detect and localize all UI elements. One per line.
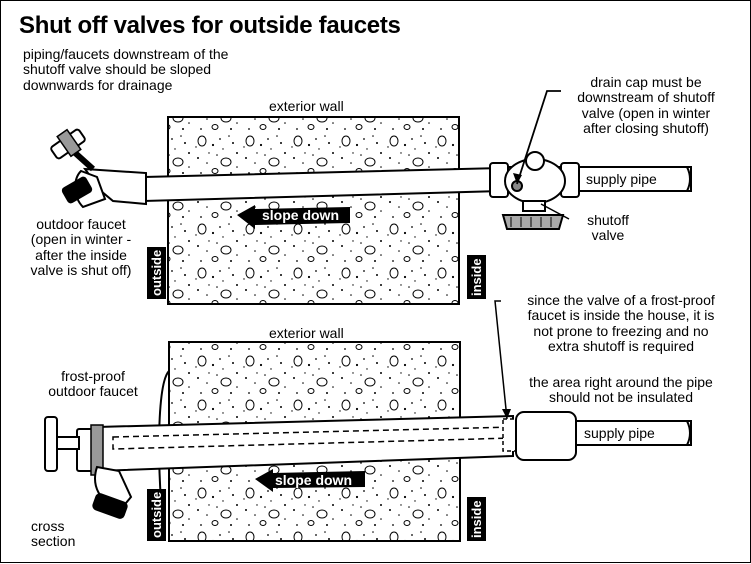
bottom-slope-arrow xyxy=(255,469,365,492)
top-wall-label: exterior wall xyxy=(269,98,344,114)
page-title: Shut off valves for outside faucets xyxy=(19,12,401,39)
outdoor-faucet-label: outdoor faucet (open in winter - after t… xyxy=(30,216,132,279)
bottom-wall-label: exterior wall xyxy=(269,325,344,341)
insulation-note: the area right around the pipe should no… xyxy=(529,374,713,406)
bottom-inside-label: inside xyxy=(467,497,486,541)
slope-drainage-note: piping/faucets downstream of the shutoff… xyxy=(23,46,229,93)
frost-proof-faucet-drawing xyxy=(44,411,692,519)
shutoff-valve-drawing xyxy=(489,151,580,230)
cross-section-label: cross section xyxy=(31,518,76,550)
bottom-supply-pipe-label: supply pipe xyxy=(584,425,655,441)
top-supply-pipe-label: supply pipe xyxy=(586,171,657,187)
top-outdoor-faucet xyxy=(50,128,147,209)
frost-proof-faucet-label: frost-proof outdoor faucet xyxy=(48,368,138,400)
bottom-outside-label: outside xyxy=(147,488,166,541)
shutoff-valve-label: shutoff valve xyxy=(587,212,629,244)
bottom-slope-label: slope down xyxy=(275,472,352,488)
top-outside-label: outside xyxy=(147,246,166,299)
drain-cap-note: drain cap must be downstream of shutoff … xyxy=(577,74,715,137)
top-slope-label: slope down xyxy=(262,207,339,223)
frost-proof-note: since the valve of a frost-proof faucet … xyxy=(527,292,715,355)
top-slope-arrow xyxy=(237,205,350,229)
top-inside-label: inside xyxy=(467,255,486,299)
